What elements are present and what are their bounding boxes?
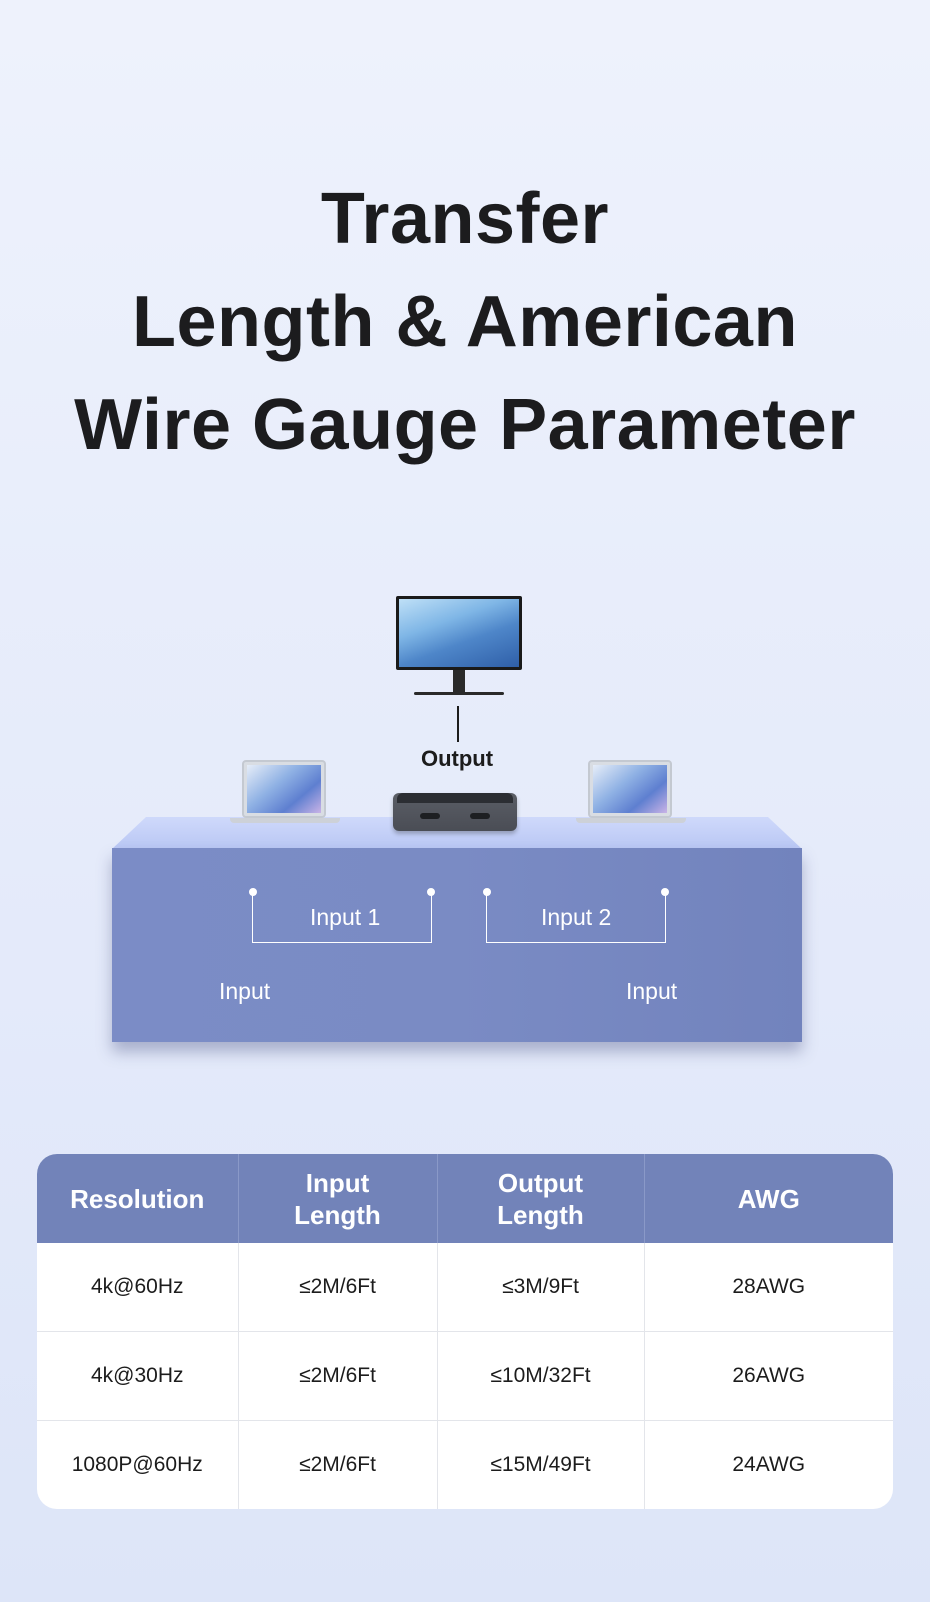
kvm-switch-icon: [393, 793, 517, 831]
input2-label: Input 2: [541, 904, 612, 930]
table-cell: ≤10M/32Ft: [436, 1331, 644, 1421]
header-output-length: Output Length: [436, 1154, 644, 1243]
table-cell: ≤2M/6Ft: [237, 1420, 437, 1509]
bracket-dot: [661, 888, 669, 896]
header-awg: AWG: [643, 1154, 893, 1243]
right-input-label: Input: [626, 978, 678, 1004]
connection-diagram: Output Input 1 Input 2 Input Input: [112, 596, 802, 1042]
spec-table: Resolution Input Length Output Length AW…: [37, 1154, 893, 1509]
input2-bracket: [486, 893, 666, 943]
table-cell: ≤15M/49Ft: [436, 1420, 644, 1509]
stage-front-panel: [112, 848, 802, 1042]
table-row: 1080P@60Hz ≤2M/6Ft ≤15M/49Ft 24AWG: [37, 1420, 893, 1509]
headline-line-1: Transfer: [320, 179, 610, 259]
bracket-dot: [483, 888, 491, 896]
table-cell: ≤2M/6Ft: [237, 1331, 437, 1421]
table-cell: 4k@60Hz: [90, 1275, 184, 1298]
output-label: Output: [420, 746, 494, 771]
bracket-dot: [427, 888, 435, 896]
table-row: 4k@30Hz ≤2M/6Ft ≤10M/32Ft 26AWG: [37, 1331, 893, 1421]
headline-line-3: Wire Gauge Parameter: [74, 385, 856, 465]
header-input-length: Input Length: [237, 1154, 437, 1243]
input1-bracket: [252, 893, 432, 943]
table-cell: ≤3M/9Ft: [436, 1243, 644, 1332]
monitor-stand: [453, 670, 465, 694]
table-cell: 24AWG: [643, 1420, 893, 1509]
left-input-label: Input: [219, 978, 271, 1004]
usb-c-port-icon: [470, 813, 490, 819]
left-laptop-icon: [230, 760, 340, 834]
headline: Transfer Length & American Wire Gauge Pa…: [0, 168, 930, 477]
table-cell: 28AWG: [643, 1243, 893, 1332]
header-resolution: Resolution: [37, 1154, 238, 1243]
table-cell: 26AWG: [643, 1331, 893, 1421]
table-cell: 4k@30Hz: [37, 1331, 238, 1421]
right-laptop-icon: [576, 760, 686, 834]
table-header-row: Resolution Input Length Output Length AW…: [37, 1154, 893, 1243]
usb-c-port-icon: [420, 813, 440, 819]
table-row: 4k@60Hz ≤2M/6Ft ≤3M/9Ft 28AWG: [37, 1243, 893, 1332]
table-cell: 1080P@60Hz: [37, 1420, 238, 1509]
headline-line-2: Length & American: [132, 282, 798, 362]
monitor-base: [414, 692, 504, 695]
output-connector-line: [457, 706, 459, 742]
table-cell: ≤2M/6Ft: [237, 1243, 437, 1332]
input1-label: Input 1: [310, 904, 381, 930]
bracket-dot: [249, 888, 257, 896]
monitor-icon: [396, 596, 522, 670]
